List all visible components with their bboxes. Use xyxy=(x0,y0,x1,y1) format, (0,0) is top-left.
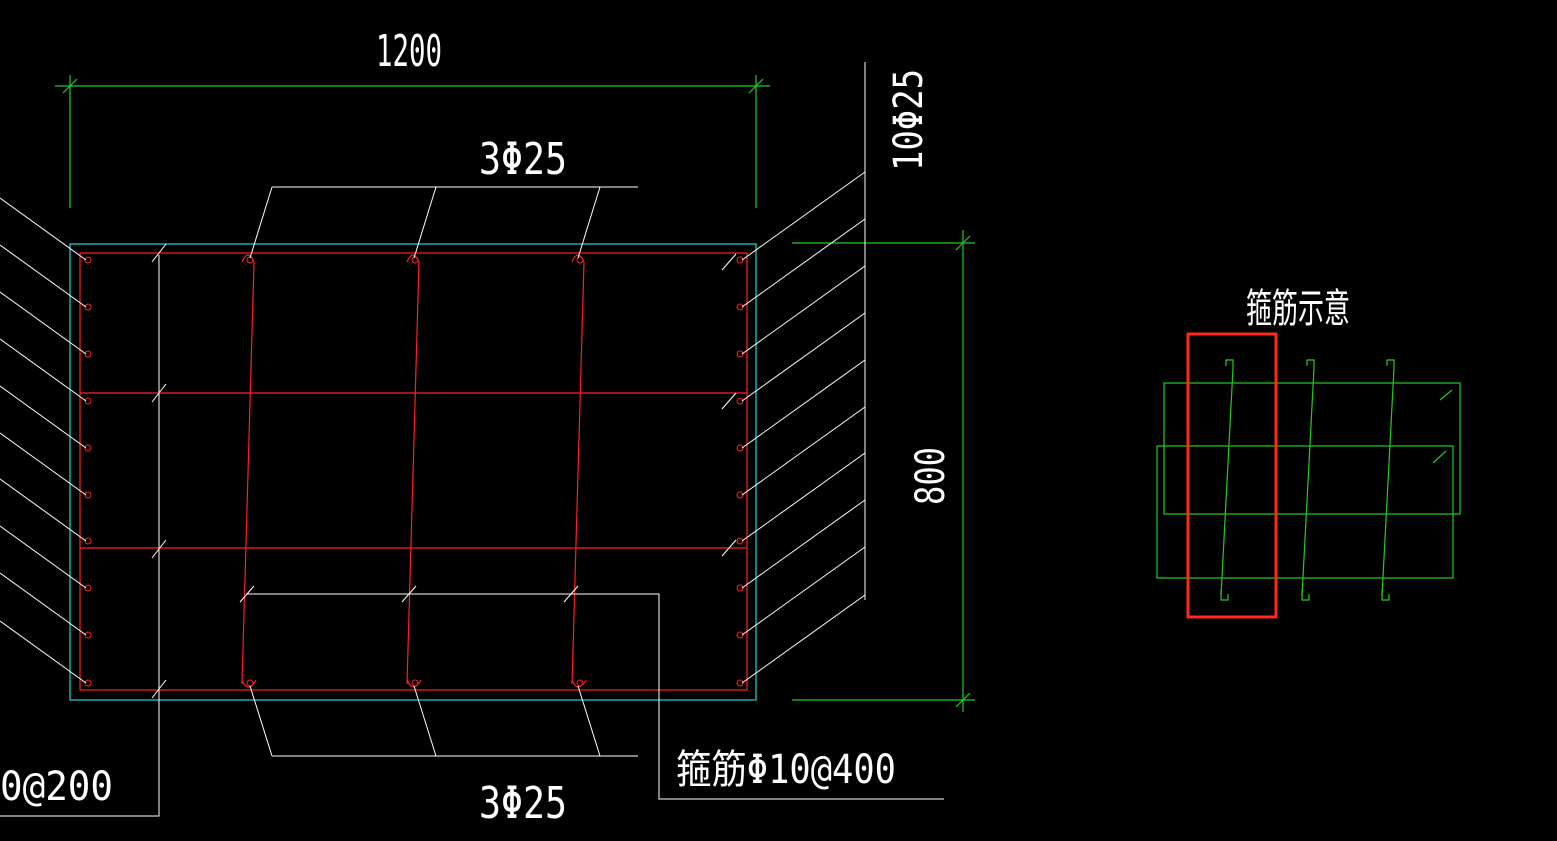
vertical-ties xyxy=(241,254,587,688)
bottom-bars-leader xyxy=(249,685,638,757)
rebar-dots xyxy=(84,256,744,687)
top-bars-leader xyxy=(249,186,638,259)
stirrup-highlight-box xyxy=(1186,332,1278,619)
side-bars-label: 10Φ25 xyxy=(886,69,932,171)
left-partial-label: 0@200 xyxy=(0,764,113,810)
stirrup-label: 箍筋Φ10@400 xyxy=(676,747,896,793)
right-diagonal-leaders xyxy=(741,62,866,684)
left-diagonal-leaders xyxy=(0,197,87,684)
section-outline xyxy=(69,243,757,701)
dimension-width: 1200 xyxy=(55,26,770,208)
bottom-bars-label: 3Φ25 xyxy=(479,778,567,829)
stirrup-leader xyxy=(246,593,944,800)
top-bars-label: 3Φ25 xyxy=(479,134,567,185)
dimension-height: 800 xyxy=(792,230,975,712)
legend-title: 箍筋示意 xyxy=(1246,286,1350,332)
left-leader xyxy=(0,255,160,817)
rebar-cage xyxy=(79,252,748,691)
tick-marks xyxy=(151,243,737,699)
dimension-height-text: 800 xyxy=(908,447,954,505)
stirrup-legend: 箍筋示意 xyxy=(1156,286,1461,619)
dimension-width-text: 1200 xyxy=(376,26,442,77)
